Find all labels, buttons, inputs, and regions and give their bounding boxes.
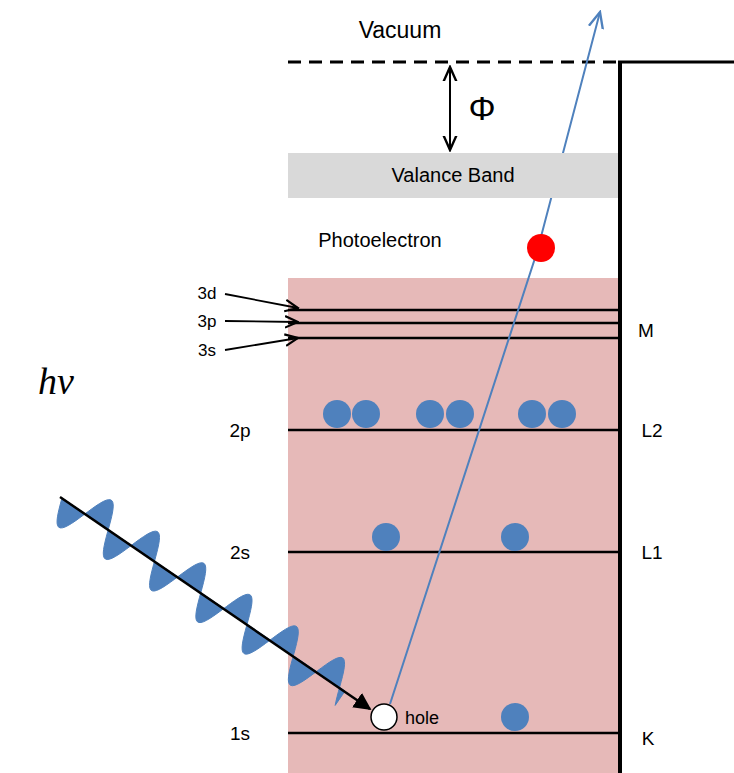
level-title: Vacuum <box>359 19 442 42</box>
band-label: Valance Band <box>391 164 514 187</box>
photon-arrow <box>60 497 370 709</box>
vacuum-level-solid <box>618 61 734 64</box>
photon-wave <box>57 498 345 705</box>
sublevel-label: 3s <box>198 342 216 359</box>
hole-label: hole <box>405 709 439 727</box>
shell-label: L1 <box>641 543 662 562</box>
photon-label: hv <box>38 362 74 400</box>
surface-line <box>618 61 622 773</box>
photoelectron-path <box>390 12 600 704</box>
shell-label: K <box>642 729 655 748</box>
vacuum-level <box>288 61 618 64</box>
work-function-arrow <box>449 67 451 150</box>
orbital-label: 2s <box>230 543 250 562</box>
band-box: Valance Band <box>288 153 618 198</box>
symbol: Φ <box>468 91 495 125</box>
orbital-label: 1s <box>230 724 250 743</box>
particle-label: Photoelectron <box>318 230 441 250</box>
orbital-label: 2p <box>229 421 250 440</box>
hole-circle <box>371 704 397 730</box>
shell-label: M <box>638 321 654 340</box>
sublevel-label: 3d <box>198 285 217 302</box>
electrons <box>323 400 576 731</box>
shell-label: L2 <box>641 421 662 440</box>
sublevel-label: 3p <box>198 313 217 330</box>
sublevel-leaders <box>225 294 298 350</box>
photoelectron-dot <box>527 234 555 262</box>
